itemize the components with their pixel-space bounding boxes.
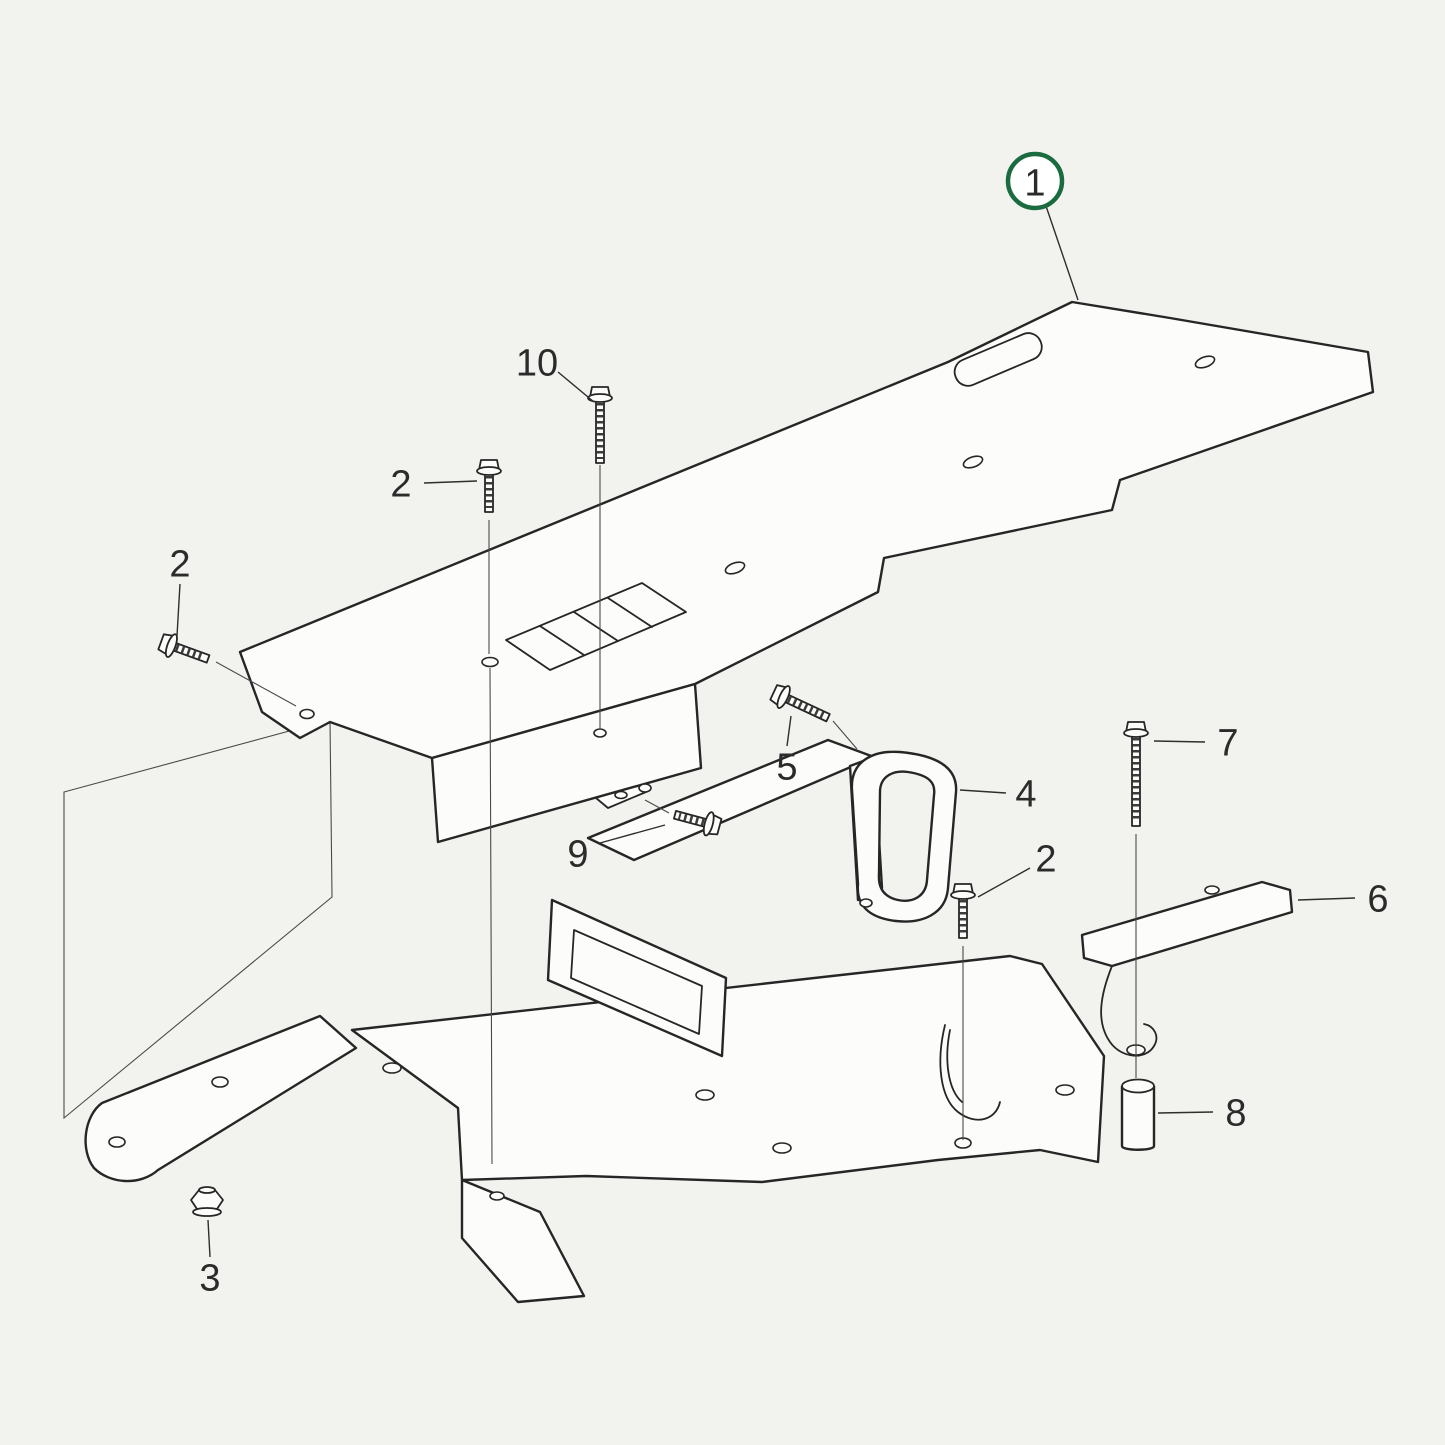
part-4-clamp-strap xyxy=(850,750,958,923)
lower-bracket-rail xyxy=(350,954,1106,1184)
bolt-axis-lines xyxy=(215,465,1137,1165)
leader-5 xyxy=(786,715,792,747)
callout-10-label: 10 xyxy=(516,342,558,384)
part-6-right-bracket xyxy=(1080,880,1294,1057)
callout-2c-label: 2 xyxy=(1035,838,1056,880)
callout-1-label[interactable]: 1 xyxy=(1024,162,1045,204)
part-1-flange-hole xyxy=(299,708,315,720)
callout-2b-label: 2 xyxy=(169,543,190,585)
clamp-band xyxy=(850,750,958,923)
callout-9-label: 9 xyxy=(567,833,588,875)
callout-3-label: 3 xyxy=(199,1257,220,1299)
leader-2c xyxy=(977,867,1031,898)
part-1-front-skirt xyxy=(430,682,703,844)
left-arm-hole xyxy=(108,1136,126,1148)
rail-clip-curve-inner xyxy=(946,1029,963,1103)
part-1-hole xyxy=(962,455,984,469)
part-1-skirt-hole xyxy=(638,783,652,793)
part-8-spacer xyxy=(1120,1078,1156,1151)
bolt-2-top-axis xyxy=(489,667,493,1165)
leader-1 xyxy=(1045,205,1079,301)
leader-2a xyxy=(423,480,478,484)
leader-6 xyxy=(1297,897,1356,901)
box-frame-inner xyxy=(570,929,703,1035)
part-1-hole xyxy=(481,656,499,668)
leader-7 xyxy=(1153,740,1206,743)
bolt-7 xyxy=(1123,721,1149,827)
foot-hole xyxy=(489,1191,505,1201)
callout-4-label: 4 xyxy=(1015,773,1036,815)
vent-slat xyxy=(539,625,585,656)
callout-8-label: 8 xyxy=(1225,1092,1246,1134)
callout-1-hotspot[interactable]: 1 xyxy=(1005,151,1065,211)
part-1-hook-slot xyxy=(953,332,1043,387)
bolt-10 xyxy=(587,386,613,464)
part-1-cover-plate xyxy=(238,300,1375,844)
vent-slat xyxy=(607,597,653,628)
nut-3 xyxy=(190,1186,224,1217)
projection-plane-outline xyxy=(63,719,333,1120)
callout-1-circle[interactable] xyxy=(1005,151,1065,211)
part-6-hook xyxy=(1100,965,1158,1057)
bolt-5-axis xyxy=(832,720,858,750)
part-1-skirt-hole xyxy=(593,728,607,738)
callout-5-label: 5 xyxy=(776,746,797,788)
leader-2b xyxy=(176,583,181,637)
bolt-5 xyxy=(769,684,831,723)
part-1-top-face xyxy=(238,300,1375,760)
spacer-top xyxy=(1121,1078,1155,1094)
left-arm-hole xyxy=(211,1076,229,1088)
bolt-9-axis xyxy=(644,799,670,814)
part-1-hole xyxy=(1194,355,1216,369)
bolt-2-left xyxy=(157,633,211,664)
clamp-hole xyxy=(859,898,873,908)
rail-hole xyxy=(382,1062,402,1074)
bolt-2-left-axis xyxy=(215,661,297,707)
leader-10 xyxy=(557,371,595,403)
leader-8 xyxy=(1157,1111,1214,1114)
spacer-body xyxy=(1120,1086,1156,1151)
part-6-bar xyxy=(1080,880,1294,968)
lower-bracket-left-arm xyxy=(84,1014,358,1183)
callout-7-label: 7 xyxy=(1217,722,1238,764)
rail-hole xyxy=(1055,1084,1075,1096)
callout-leaders xyxy=(176,205,1356,1258)
leader-9 xyxy=(599,824,666,844)
leader-4 xyxy=(959,789,1007,794)
lower-bracket-weldment xyxy=(84,898,1106,1304)
bolt-9 xyxy=(673,809,723,837)
callout-6-label: 6 xyxy=(1367,878,1388,920)
rail-hole xyxy=(695,1089,715,1101)
bolt-2-top xyxy=(476,459,502,513)
part-6-hole xyxy=(1204,885,1220,895)
vent-slat xyxy=(573,611,619,642)
callout-2a-label: 2 xyxy=(390,463,411,505)
part-1-hole xyxy=(724,561,746,575)
lower-bracket-foot xyxy=(460,1178,586,1304)
bolt-2-right xyxy=(950,883,976,939)
rail-clip-curve xyxy=(939,1024,1001,1121)
leader-3 xyxy=(207,1219,211,1258)
rail-hole xyxy=(772,1142,792,1154)
